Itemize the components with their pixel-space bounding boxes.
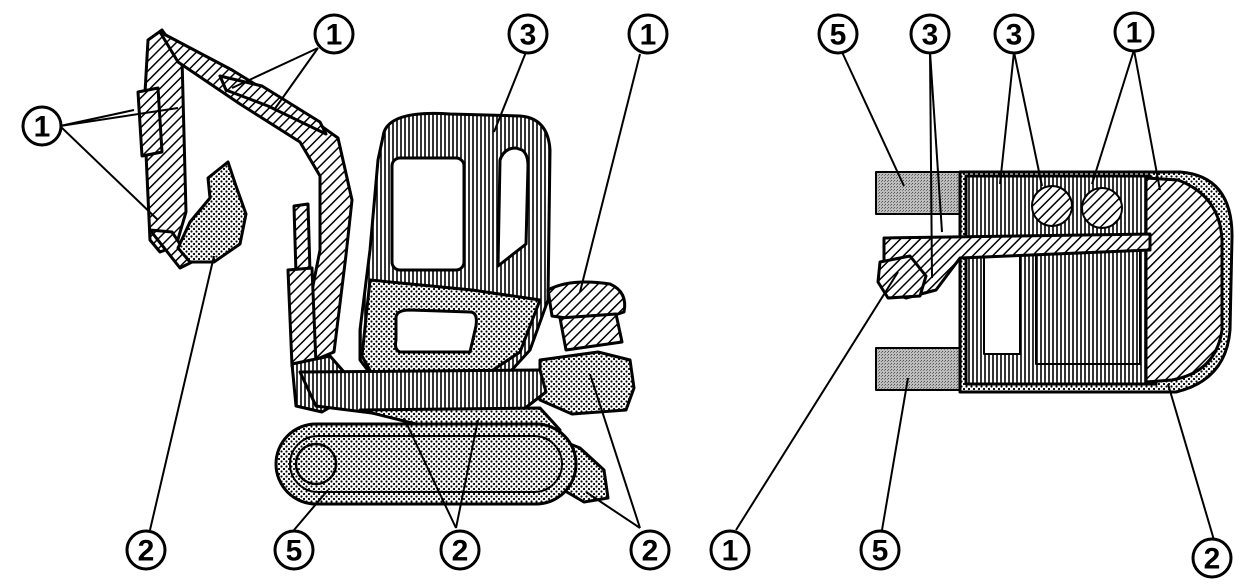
engine-hood: [546, 280, 627, 324]
counterweight: [538, 350, 636, 416]
bucket-top: [876, 254, 928, 300]
cab-floor-top: [1035, 239, 1141, 365]
callout-label: 5: [872, 535, 889, 568]
track-top-upper: [875, 171, 967, 215]
boom-cylinder: [292, 202, 312, 276]
callout-1: 1: [709, 529, 751, 571]
arm-cylinder: [136, 86, 164, 158]
callout-1: 1: [627, 13, 669, 55]
cab-window-lower: [394, 308, 478, 354]
boom: [158, 30, 354, 364]
callout-1: 1: [21, 105, 63, 147]
callout-label: 1: [640, 19, 657, 52]
callout-label: 1: [34, 111, 51, 144]
callout-label: 5: [830, 19, 847, 52]
callout-2: 2: [439, 529, 481, 571]
callout-2: 2: [629, 529, 671, 571]
callout-3: 3: [909, 13, 951, 55]
cab-window-side: [496, 146, 530, 268]
callout-label: 2: [1204, 543, 1221, 576]
callouts: 1 1 3 1 2 5 2 2: [21, 11, 1233, 579]
boom-cylinder-top: [218, 74, 328, 136]
bucket: [176, 160, 248, 264]
callout-3: 3: [993, 13, 1035, 55]
top-leaders: [735, 49, 1215, 541]
callout-label: 2: [138, 535, 155, 568]
callout-1: 1: [1113, 11, 1155, 53]
callout-5: 5: [859, 529, 901, 571]
callout-5: 5: [817, 13, 859, 55]
top-view: [875, 170, 1234, 394]
side-leaders: [59, 47, 641, 531]
callout-label: 3: [1006, 19, 1023, 52]
cab-window-front: [390, 156, 466, 272]
idler-wheel: [294, 442, 338, 486]
callout-5: 5: [273, 529, 315, 571]
callout-label: 1: [326, 19, 343, 52]
callout-label: 5: [286, 535, 303, 568]
callout-1: 1: [313, 13, 355, 55]
callout-3: 3: [507, 13, 549, 55]
callout-label: 3: [520, 19, 537, 52]
engine-part-a: [1031, 185, 1073, 227]
engine-part-b: [1081, 187, 1123, 229]
callout-label: 3: [922, 19, 939, 52]
engine-block: [558, 312, 624, 352]
callout-label: 2: [452, 535, 469, 568]
callout-label: 1: [722, 535, 739, 568]
callout-2: 2: [1191, 537, 1233, 579]
boom-cylinder-lower: [286, 266, 318, 368]
track-top-lower: [875, 347, 967, 391]
engine-top: [1144, 176, 1224, 384]
callout-label: 1: [1126, 17, 1143, 50]
cab-opening: [983, 243, 1021, 355]
callout-2: 2: [125, 529, 167, 571]
callout-label: 2: [642, 535, 659, 568]
side-view: [136, 28, 636, 506]
